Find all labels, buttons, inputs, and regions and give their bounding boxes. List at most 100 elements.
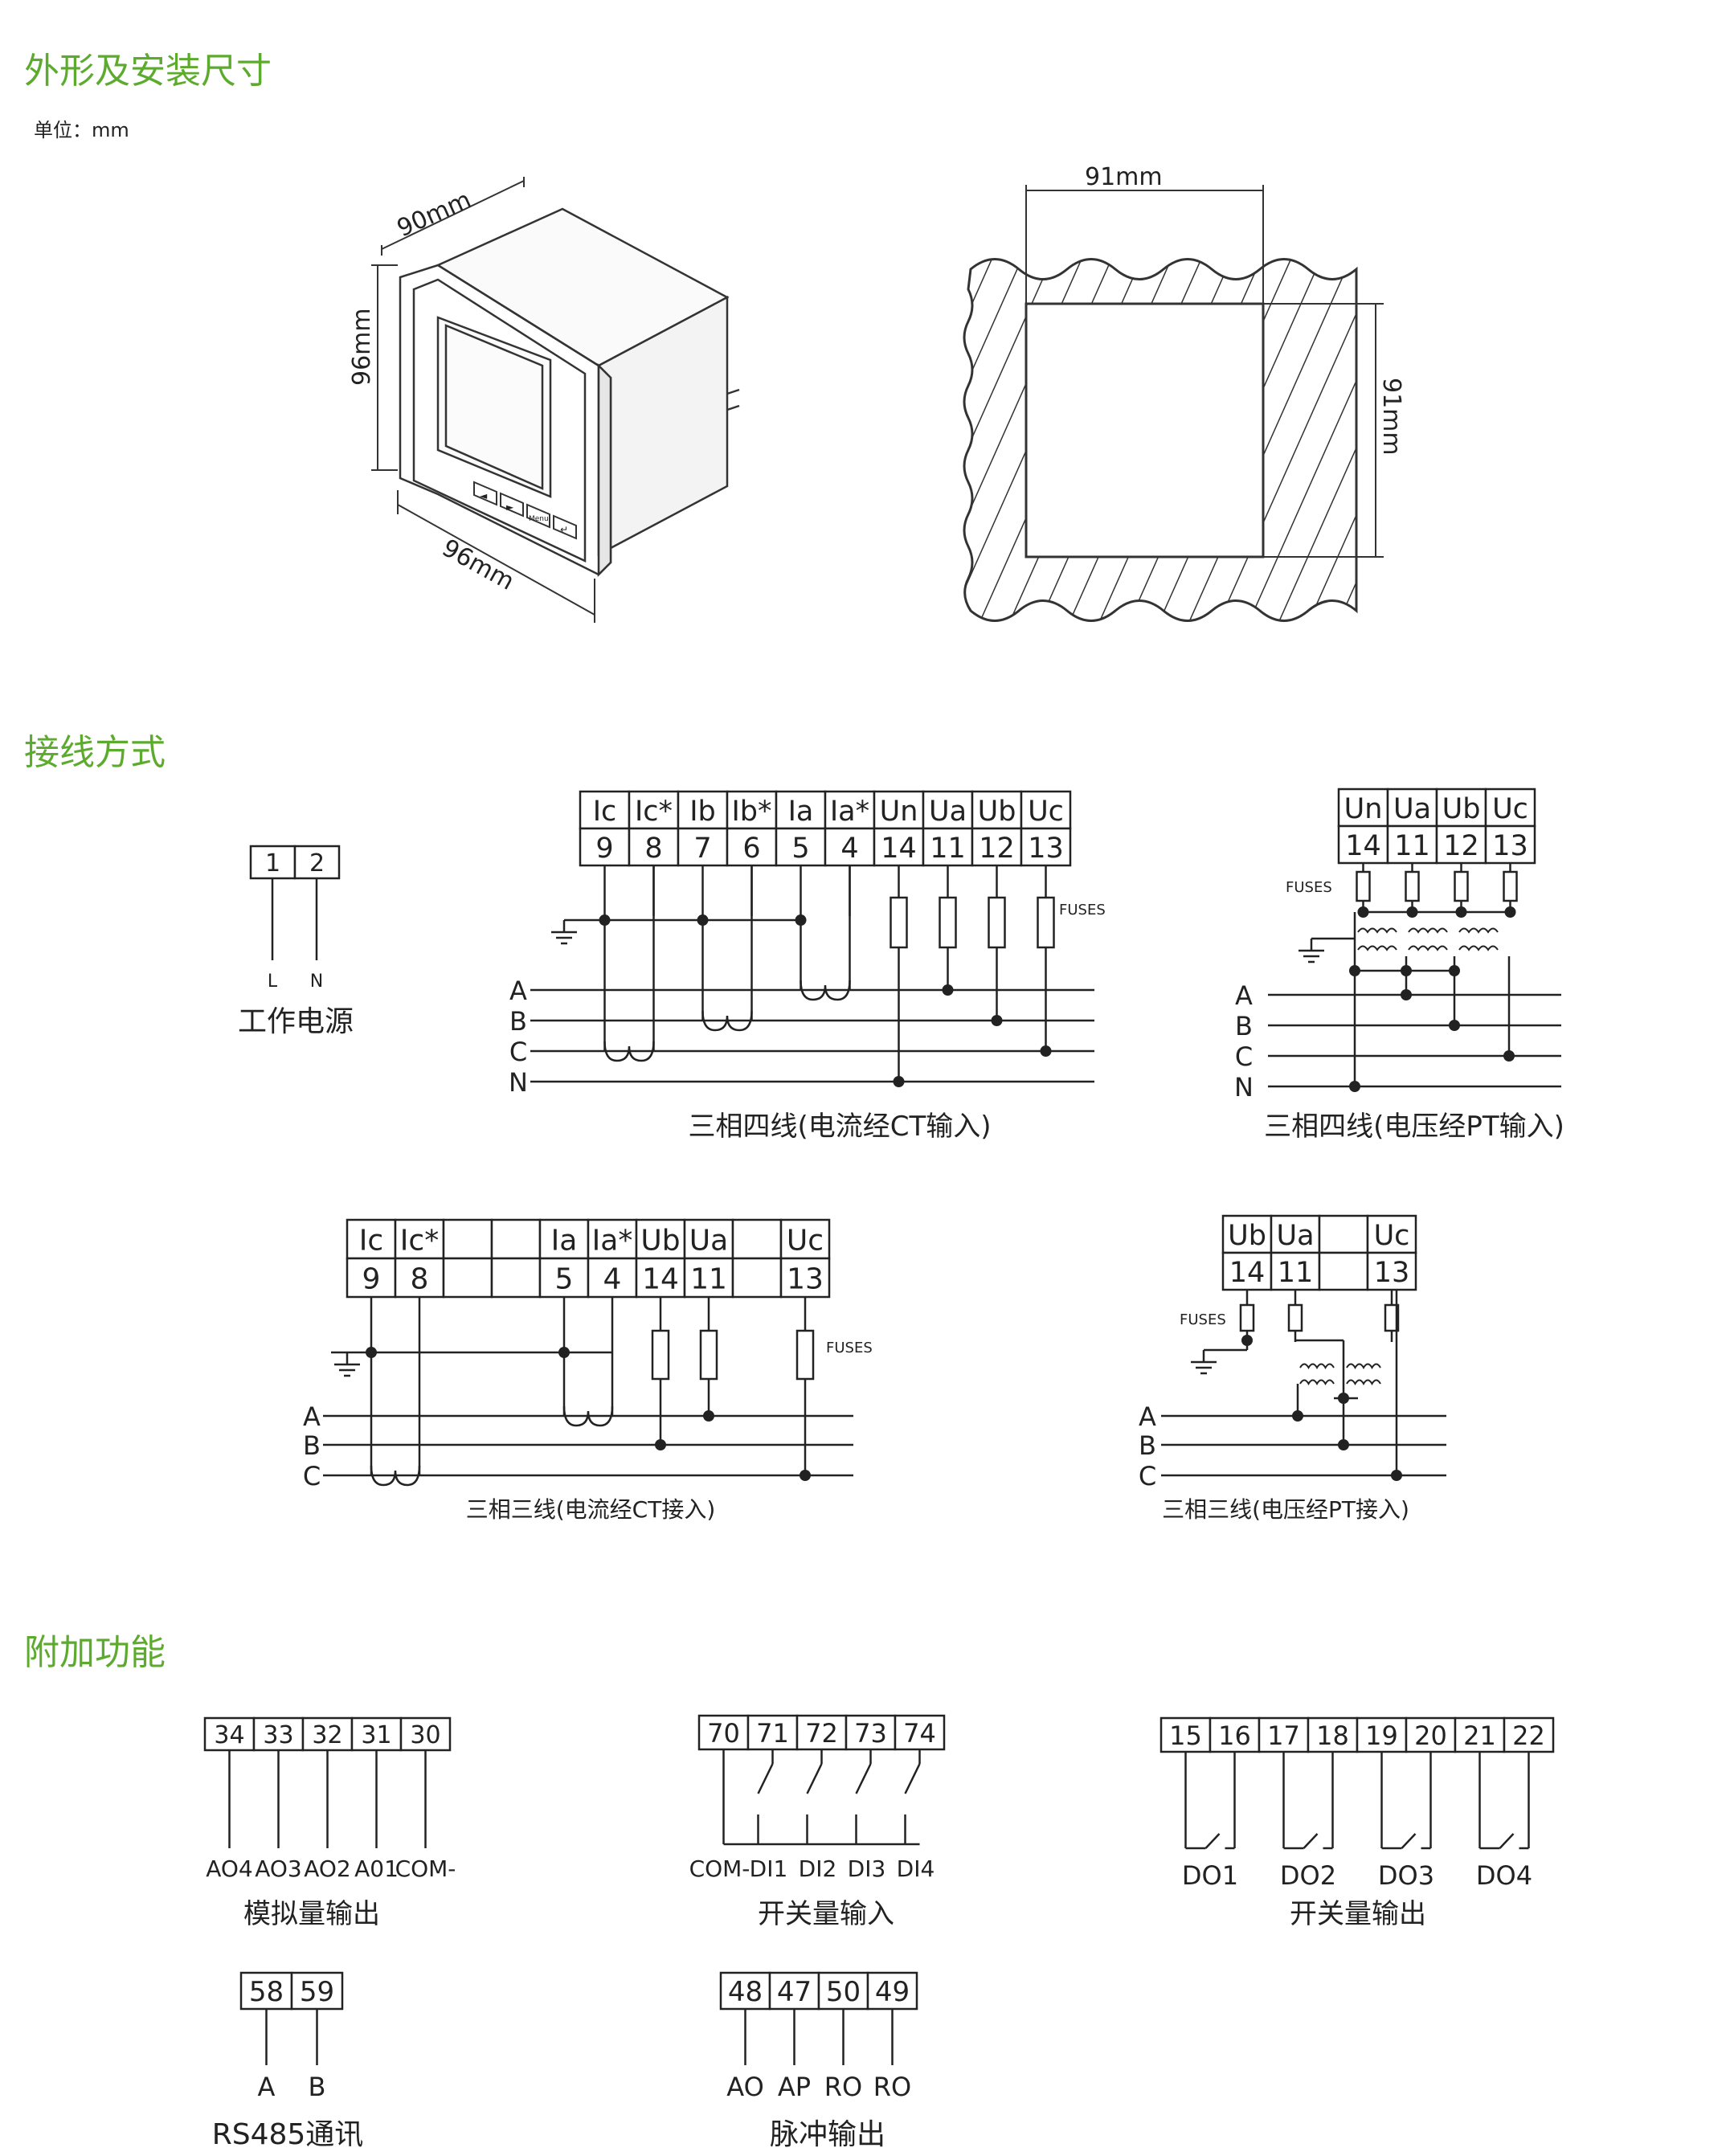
digital-out-label: DO1 — [1182, 1860, 1238, 1891]
terminal-label: 18 — [1316, 1720, 1349, 1751]
terminal-cell — [239, 1971, 293, 2011]
terminal-label: 1 — [265, 849, 280, 878]
terminal-label: Ub — [640, 1224, 680, 1257]
left-key — [473, 481, 497, 506]
terminal-label: Ib — [689, 796, 716, 828]
terminal-label: Ib* — [731, 796, 771, 828]
di-switch — [904, 1763, 921, 1794]
terminal-label: Ic* — [400, 1224, 439, 1257]
power-caption: 工作电源 — [238, 1005, 354, 1038]
phase-label: B — [1139, 1430, 1156, 1461]
junction-dot — [1406, 906, 1418, 918]
terminal-cell — [538, 1257, 590, 1299]
terminal-label: 4 — [840, 833, 858, 865]
analog-out-label: A01 — [354, 1855, 399, 1882]
phase-label: C — [509, 1037, 527, 1067]
pt4-fuses-label: FUSES — [1286, 879, 1332, 896]
terminal-label: Ua — [1393, 793, 1431, 825]
terminal-label: 11 — [1278, 1257, 1314, 1289]
cutout-height-label: 91mm — [1377, 378, 1405, 456]
terminal-label: 15 — [1169, 1720, 1202, 1751]
terminal-label: 73 — [854, 1718, 887, 1749]
pulse-label: RO — [824, 2072, 862, 2102]
terminal-label: Uc — [787, 1224, 824, 1257]
phase-label: C — [303, 1461, 321, 1491]
pt4-caption: 三相四线(电压经PT输入) — [1264, 1111, 1564, 1143]
digital-in-label: DI3 — [848, 1855, 886, 1882]
digital-in-label: DI1 — [750, 1855, 788, 1882]
terminal-cell — [293, 845, 341, 880]
terminal-cell — [824, 790, 876, 830]
terminal-label: Ub — [978, 796, 1016, 828]
analog-out-label: COM- — [395, 1855, 456, 1882]
right-key — [500, 492, 524, 518]
terminal-label: 14 — [1345, 830, 1381, 862]
menu-key — [526, 503, 550, 529]
terminal-cell — [746, 1714, 799, 1751]
analog-out-label: AO3 — [255, 1855, 302, 1882]
terminal-label: Ub — [1228, 1220, 1266, 1252]
terminal-label: Ia — [551, 1224, 578, 1257]
fuse-symbol — [1239, 1303, 1255, 1332]
terminal-cell — [922, 827, 974, 867]
junction-dot — [1449, 1020, 1460, 1031]
meter-isometric-drawing — [399, 207, 740, 578]
phase-label: B — [303, 1430, 321, 1461]
digital-in-label: COM- — [689, 1855, 750, 1882]
junction-dot — [942, 984, 954, 996]
terminal-label: 31 — [361, 1721, 391, 1749]
terminal-cell — [490, 1218, 542, 1260]
terminal-label: 19 — [1365, 1720, 1398, 1751]
terminal-cell — [490, 1257, 542, 1299]
cutout-dimension-lines — [1025, 185, 1384, 558]
unit-label: 单位：mm — [34, 119, 129, 141]
pulse-label: RO — [873, 2072, 911, 2102]
fuse-symbol — [1356, 870, 1371, 902]
phase-label: A — [1139, 1401, 1156, 1432]
junction-dot — [1338, 1393, 1349, 1404]
digital-in-label: DI2 — [799, 1855, 837, 1882]
terminal-cell — [628, 790, 680, 830]
di-switch — [757, 1763, 774, 1794]
pulse-label: AO — [726, 2072, 764, 2102]
pt-coil — [1458, 927, 1499, 934]
power-label-l: L — [268, 972, 278, 992]
terminal-cell — [1337, 824, 1389, 865]
terminal-cell — [677, 790, 729, 830]
terminal-cell — [873, 827, 925, 867]
terminal-label: 12 — [1443, 830, 1479, 862]
ct-coil — [701, 1010, 753, 1032]
di-switch — [806, 1763, 823, 1794]
junction-dot — [893, 1076, 905, 1087]
terminal-label: 47 — [777, 1976, 812, 2008]
terminal-cell — [203, 1716, 256, 1752]
terminal-label: 30 — [410, 1721, 440, 1749]
terminal-label: Uc — [1374, 1220, 1410, 1252]
phase-label: A — [303, 1401, 321, 1432]
terminal-label: 71 — [756, 1718, 789, 1749]
terminal-label: 5 — [791, 833, 809, 865]
analog-out-caption: 模拟量输出 — [243, 1898, 380, 1930]
depth-dimension-label: 90mm — [393, 186, 476, 243]
terminal-cell — [683, 1257, 734, 1299]
terminal-cell — [1386, 824, 1438, 865]
terminal-label: 11 — [930, 833, 966, 865]
ct-coil — [370, 1465, 421, 1487]
terminal-cell — [442, 1257, 493, 1299]
pt-coil — [1408, 927, 1448, 934]
terminal-label: 13 — [1028, 833, 1064, 865]
analog-out-label: AO4 — [206, 1855, 253, 1882]
height-dimension-label: 96mm — [348, 308, 376, 386]
fuse-symbol — [795, 1329, 815, 1381]
terminal-label: 12 — [979, 833, 1015, 865]
digital-out-label: DO2 — [1280, 1860, 1336, 1891]
terminal-cell — [731, 1218, 783, 1260]
terminal-label: 22 — [1512, 1720, 1545, 1751]
terminal-label: Ua — [929, 796, 967, 828]
terminal-label: 4 — [603, 1262, 622, 1295]
right-key-label: ► — [506, 501, 514, 513]
phase-label: C — [1235, 1041, 1253, 1072]
terminal-label: Un — [880, 796, 918, 828]
